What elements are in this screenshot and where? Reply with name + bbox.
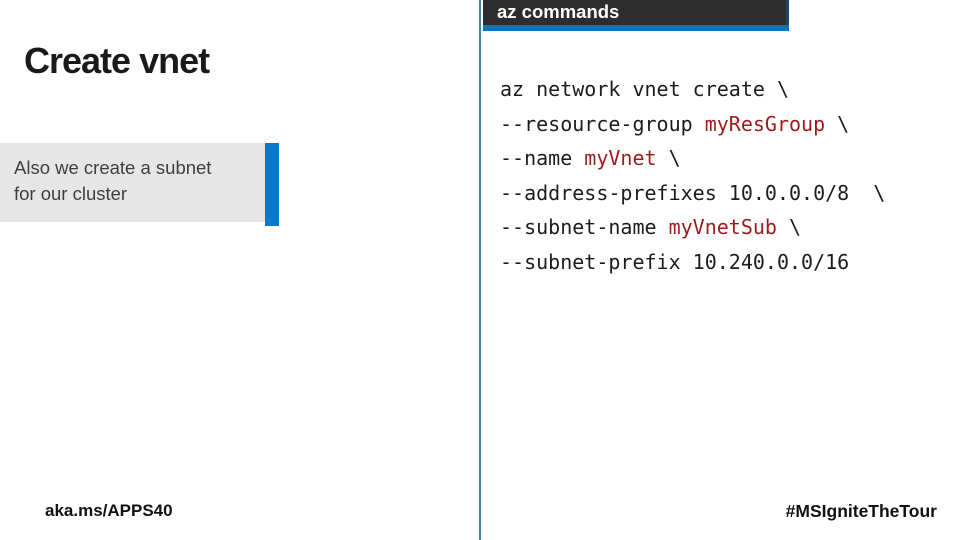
- code-line: az network vnet create \: [500, 72, 885, 107]
- code-line: --resource-group myResGroup \: [500, 107, 885, 142]
- code-token-accent: myVnetSub: [668, 215, 777, 239]
- code-header-label: az commands: [497, 1, 620, 22]
- code-header-underline: [483, 25, 789, 31]
- code-token: --address-prefixes 10.0.0.0/8 \: [500, 180, 886, 205]
- code-header-tab: az commands: [483, 0, 789, 25]
- footer-hashtag: #MSIgniteTheTour: [785, 501, 937, 521]
- code-token: az network vnet create \: [500, 77, 789, 101]
- code-token: \: [656, 146, 681, 170]
- code-token: --subnet-prefix 10.240.0.0/16: [500, 249, 850, 274]
- code-line: --name myVnet \: [500, 141, 885, 176]
- code-token: --resource-group: [500, 111, 705, 136]
- code-token: --name: [500, 146, 585, 170]
- callout-accent-bar: [265, 143, 279, 226]
- vertical-divider-line: [479, 0, 481, 540]
- code-line: --address-prefixes 10.0.0.0/8 \: [500, 176, 885, 211]
- code-token: \: [776, 215, 802, 239]
- callout-text: Also we create a subnet for our cluster: [0, 143, 265, 222]
- code-token: \: [825, 111, 850, 136]
- code-token-accent: myResGroup: [704, 111, 826, 136]
- footer-link: aka.ms/APPS40: [45, 501, 173, 520]
- code-token: --subnet-name: [500, 215, 669, 239]
- callout-line: Also we create a subnet: [14, 157, 212, 178]
- page-title: Create vnet: [24, 40, 210, 81]
- callout-box: Also we create a subnet for our cluster: [0, 143, 279, 226]
- code-line: --subnet-prefix 10.240.0.0/16: [500, 245, 885, 280]
- code-block: az network vnet create \ --resource-group…: [500, 72, 885, 279]
- code-line: --subnet-name myVnetSub \: [500, 210, 885, 245]
- code-token-accent: myVnet: [584, 146, 657, 170]
- callout-line: for our cluster: [14, 183, 128, 204]
